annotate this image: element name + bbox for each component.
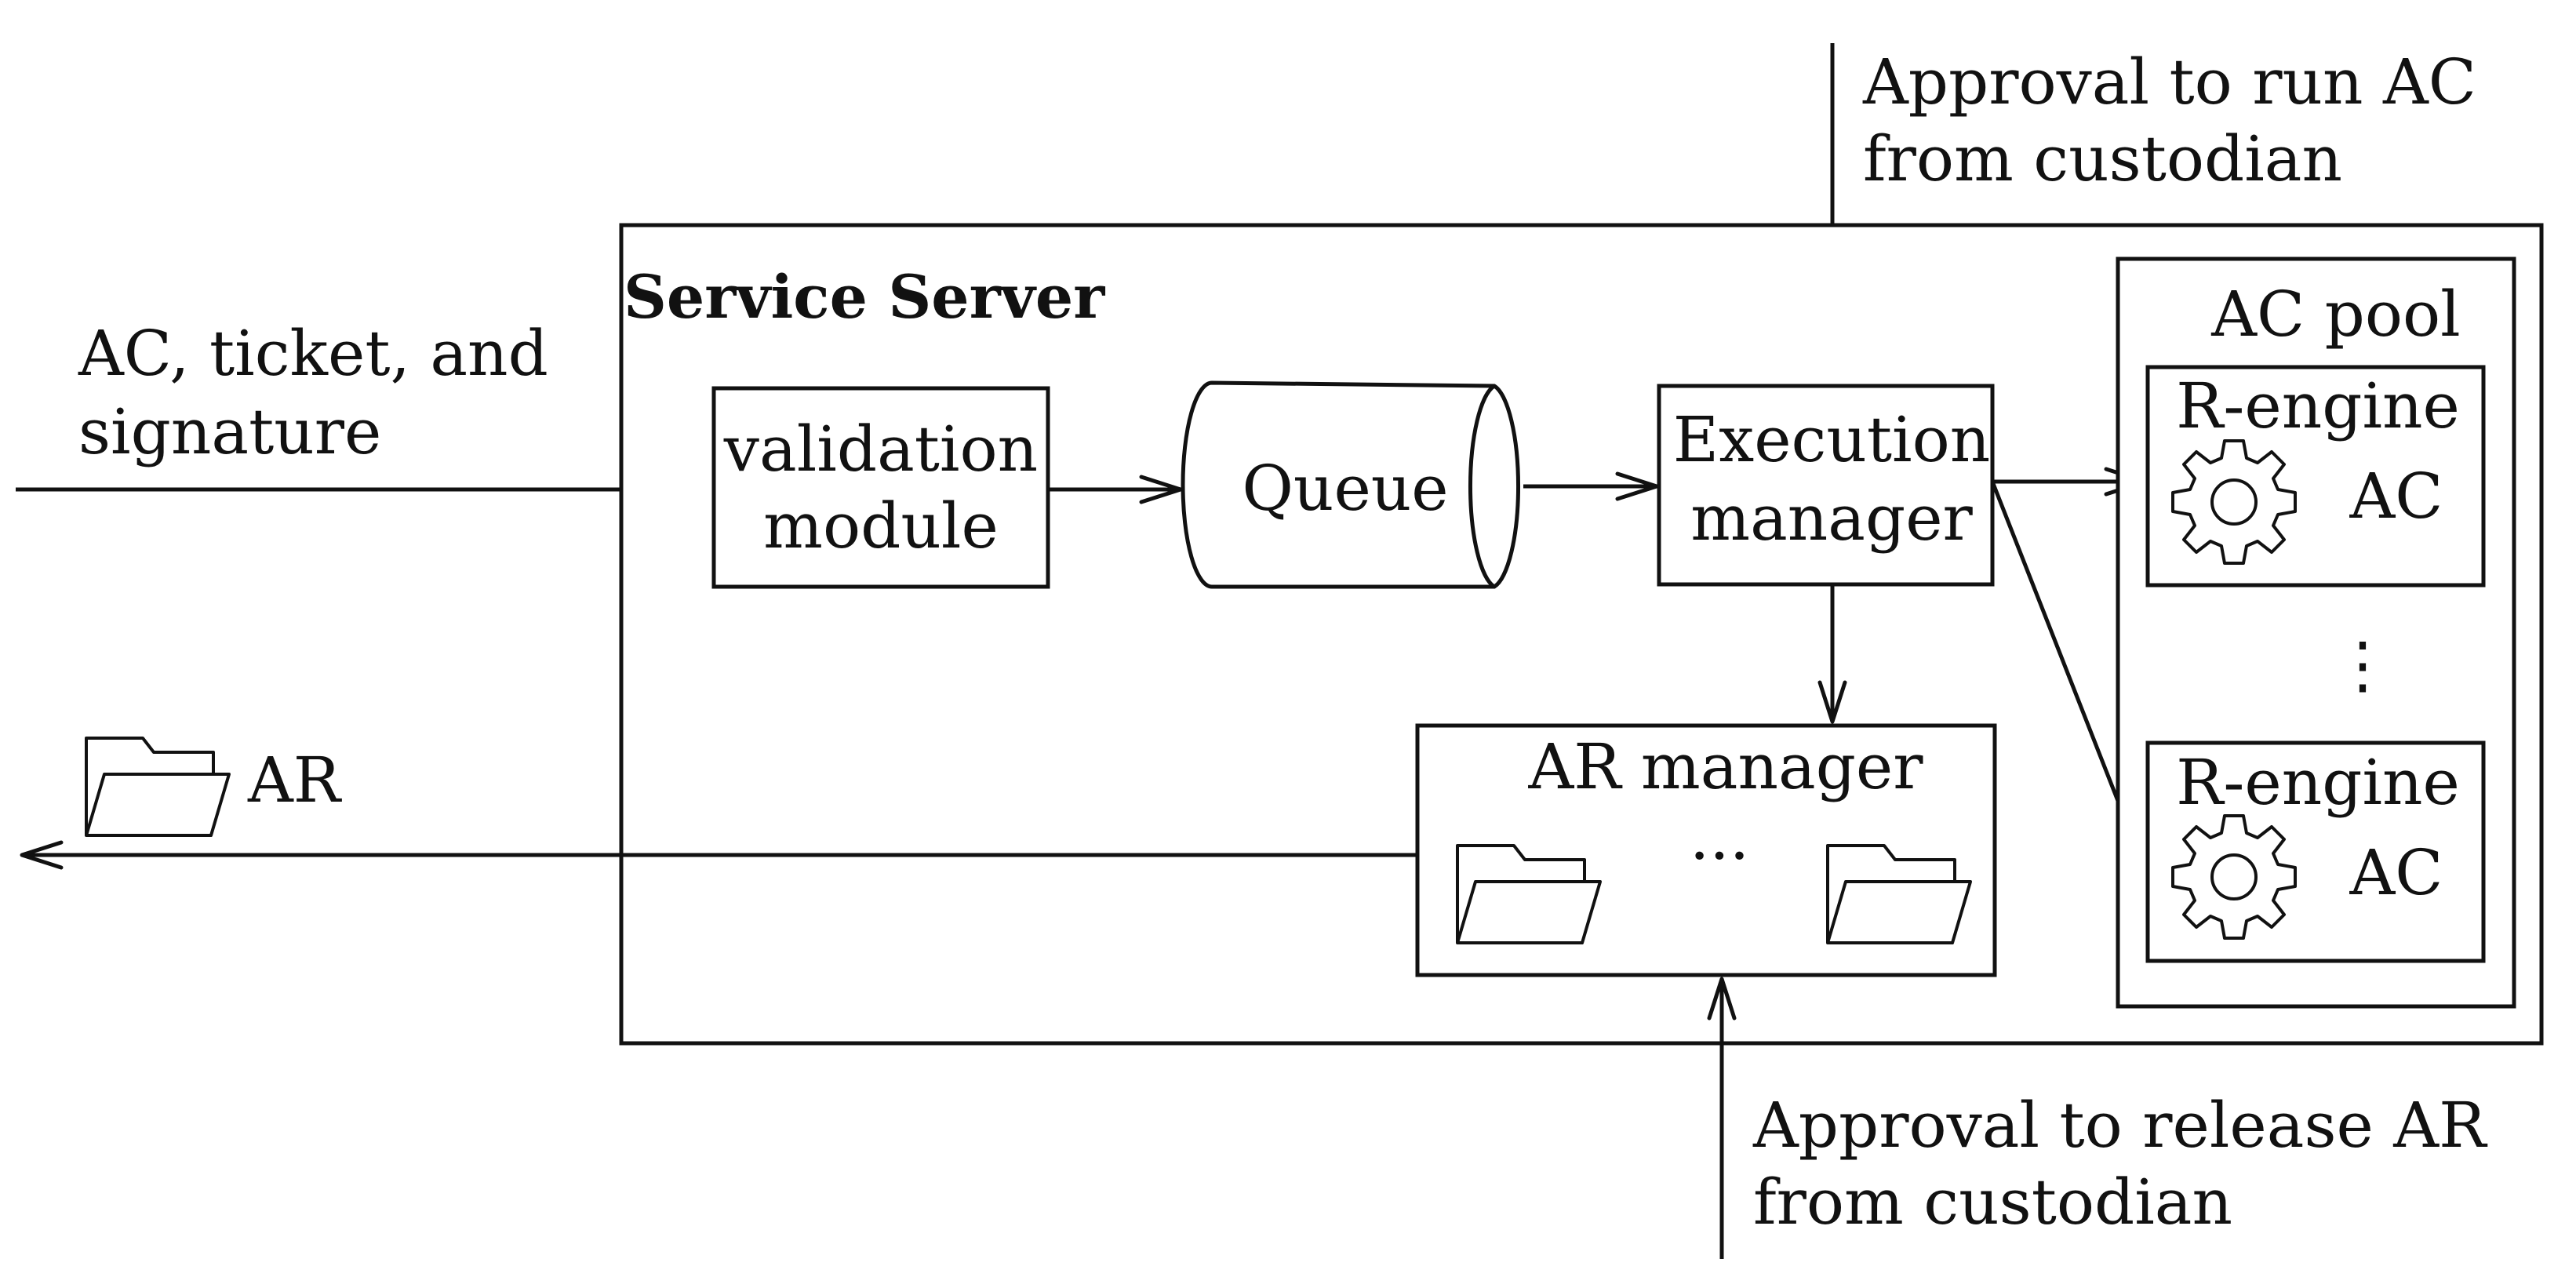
output-arrow bbox=[20, 840, 1417, 870]
ar-folder-icon-2 bbox=[1826, 844, 1972, 944]
validation-module-line1: validation bbox=[723, 413, 1038, 486]
r-engine-box-1 bbox=[2145, 365, 2486, 588]
validation-module-line2: module bbox=[763, 489, 999, 562]
service-server-title: Service Server bbox=[624, 262, 1105, 332]
input-label-line2: signature bbox=[78, 395, 381, 468]
gear-icon bbox=[2171, 814, 2297, 940]
ar-manager-ellipsis: ... bbox=[1690, 801, 1749, 874]
execution-manager-line1: Execution bbox=[1673, 403, 1991, 476]
r-engine-ac-1: AC bbox=[2349, 460, 2443, 533]
ar-manager-title: AR manager bbox=[1527, 730, 1923, 803]
queue-to-execution-arrow bbox=[1523, 471, 1659, 501]
ar-manager-box bbox=[1415, 723, 1997, 977]
approval-release-label-line2: from custodian bbox=[1753, 1166, 2232, 1239]
approval-run-label-line2: from custodian bbox=[1863, 122, 2342, 195]
validation-module-box bbox=[711, 386, 1050, 589]
r-engine-ac-2: AC bbox=[2349, 836, 2443, 909]
output-label: AR bbox=[247, 744, 343, 817]
execution-manager-line2: manager bbox=[1690, 482, 1973, 555]
r-engine-label-2: R-engine bbox=[2176, 746, 2460, 819]
queue-label: Queue bbox=[1242, 452, 1448, 525]
execution-to-ar-arrow bbox=[1817, 584, 1847, 724]
input-label-line1: AC, ticket, and bbox=[78, 317, 548, 390]
queue-cylinder bbox=[1181, 380, 1521, 589]
r-engine-box-2 bbox=[2145, 740, 2486, 963]
ar-folder-icon-1 bbox=[1456, 844, 1602, 944]
approval-run-label-line1: Approval to run AC bbox=[1862, 45, 2476, 118]
output-folder-icon bbox=[85, 737, 231, 837]
approval-release-label-line1: Approval to release AR bbox=[1752, 1089, 2488, 1162]
validation-to-queue-arrow bbox=[1048, 475, 1183, 504]
ac-pool-title: AC pool bbox=[2210, 278, 2461, 351]
approval-release-arrow bbox=[1707, 977, 1737, 1259]
r-engine-label-1: R-engine bbox=[2176, 369, 2460, 442]
input-arrow bbox=[16, 475, 715, 504]
pool-ellipsis: ⋮ bbox=[2331, 628, 2394, 701]
gear-icon bbox=[2171, 439, 2297, 565]
